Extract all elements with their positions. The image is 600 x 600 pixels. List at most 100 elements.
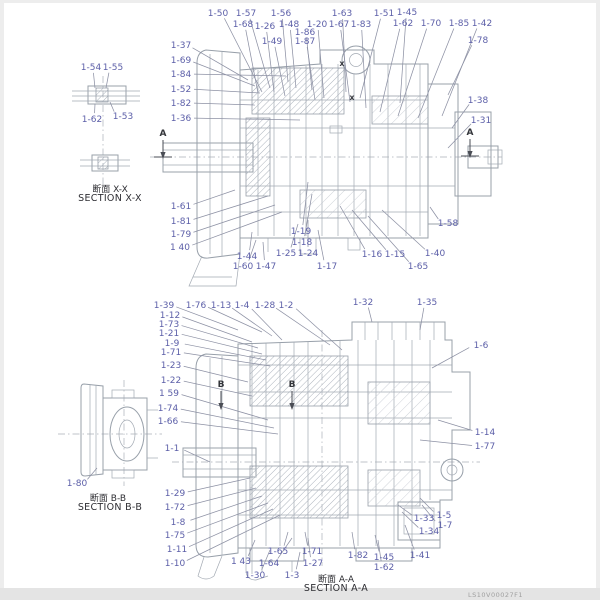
part-label: 1-50 <box>208 9 229 19</box>
section-aa-title-en: SECTION A-A <box>303 583 369 594</box>
part-label: 1-12 <box>160 311 180 321</box>
leader-line <box>93 72 96 89</box>
part-label: 1-9 <box>165 339 180 349</box>
section-marker-x: x <box>349 93 355 102</box>
top-assembly-drawing <box>150 45 503 287</box>
leader-line <box>184 449 211 463</box>
part-label: 1-86 <box>295 28 316 38</box>
part-label: 1-2 <box>279 301 294 311</box>
part-label: 1-27 <box>303 559 323 569</box>
leader-line <box>306 46 316 101</box>
part-label: 1-66 <box>158 417 179 427</box>
part-label: 1-74 <box>158 404 179 414</box>
part-label: 1-80 <box>67 479 88 489</box>
leader-line <box>307 537 311 558</box>
part-label: 1-13 <box>211 301 231 311</box>
leader-line <box>367 307 373 323</box>
leader-line <box>361 29 367 109</box>
part-label: 1-82 <box>348 551 368 561</box>
part-label: 1-29 <box>165 489 186 499</box>
leader-line <box>261 549 271 570</box>
section-marker-A: A <box>467 128 474 138</box>
part-label: 1-39 <box>154 301 175 311</box>
part-label: 1-54 <box>81 63 102 73</box>
leader-line <box>429 206 439 220</box>
leader-line <box>249 231 253 251</box>
leader-line <box>193 204 276 233</box>
leader-line <box>105 72 110 89</box>
part-label: 1-49 <box>262 37 283 47</box>
part-label: 1-61 <box>171 202 191 212</box>
leader-line <box>302 181 309 226</box>
leader-line <box>183 365 249 383</box>
part-label: 1-75 <box>165 531 185 541</box>
part-label: 1-42 <box>472 19 492 29</box>
part-label: 1-4 <box>235 301 250 311</box>
leader-line <box>374 534 380 552</box>
part-label: 1-6 <box>474 341 489 351</box>
leader-line <box>317 229 325 261</box>
part-label: 1-24 <box>298 249 319 259</box>
leader-line <box>181 394 269 421</box>
part-label: 1-62 <box>393 19 413 29</box>
section-bb-title-cn: 断面 B-B <box>89 494 127 504</box>
part-label: 1-72 <box>165 503 185 513</box>
part-label: 1-20 <box>307 20 328 30</box>
leader-line <box>397 28 428 117</box>
part-label: 1-67 <box>329 20 349 30</box>
leader-line <box>187 477 251 493</box>
part-label: 1 40 <box>170 243 190 253</box>
leader-line <box>248 239 257 261</box>
part-label: 1-30 <box>245 571 266 581</box>
part-label: 1-3 <box>285 571 300 581</box>
part-label: 1-85 <box>449 19 469 29</box>
leader-line <box>447 45 473 96</box>
leader-line <box>404 524 415 550</box>
part-label: 1-26 <box>255 22 276 32</box>
leader-line <box>340 29 351 103</box>
part-label: 1-28 <box>255 301 276 311</box>
part-label: 1-33 <box>414 514 434 524</box>
part-label: 1-44 <box>237 252 258 262</box>
part-label: 1-52 <box>171 85 191 95</box>
part-label: 1 43 <box>231 557 251 567</box>
leader-line <box>304 193 313 237</box>
part-label: 1-38 <box>468 96 489 106</box>
leader-line <box>176 306 239 331</box>
part-label: 1-10 <box>165 559 186 569</box>
leader-line <box>397 504 413 516</box>
leader-line <box>87 467 98 480</box>
part-label: 1-19 <box>291 227 312 237</box>
part-label: 1-78 <box>468 36 489 46</box>
leader-line <box>262 241 265 261</box>
leader-line <box>181 325 259 349</box>
leader-line <box>417 28 455 119</box>
page-edge-left <box>0 0 4 600</box>
section-marker-B: B <box>289 380 296 390</box>
section-bb-title-en: SECTION B-B <box>77 502 143 513</box>
part-label: 1-31 <box>471 116 491 126</box>
part-label: 1-53 <box>113 112 133 122</box>
section-xx-title-cn: 断面 X-X <box>92 185 128 195</box>
part-label: 1-40 <box>425 249 446 259</box>
leader-lines <box>87 17 478 570</box>
part-label: 1-41 <box>410 551 430 561</box>
section-arrow-head <box>289 403 295 410</box>
section-marker-B: B <box>218 380 225 390</box>
section-bb-drawing <box>58 380 162 486</box>
leader-line <box>183 380 253 397</box>
part-label: 1-60 <box>233 262 254 272</box>
section-arrow-head <box>160 152 166 159</box>
leader-line <box>180 421 279 435</box>
leader-line <box>317 29 325 99</box>
part-label: 1-58 <box>438 219 459 229</box>
leader-line <box>401 511 419 528</box>
section-marker-x: x <box>339 59 345 68</box>
leader-line <box>192 47 249 81</box>
part-label: 1-62 <box>374 563 394 573</box>
leader-line <box>419 439 473 446</box>
leader-line <box>441 28 478 117</box>
leader-line <box>192 211 283 246</box>
leader-line <box>251 308 283 341</box>
